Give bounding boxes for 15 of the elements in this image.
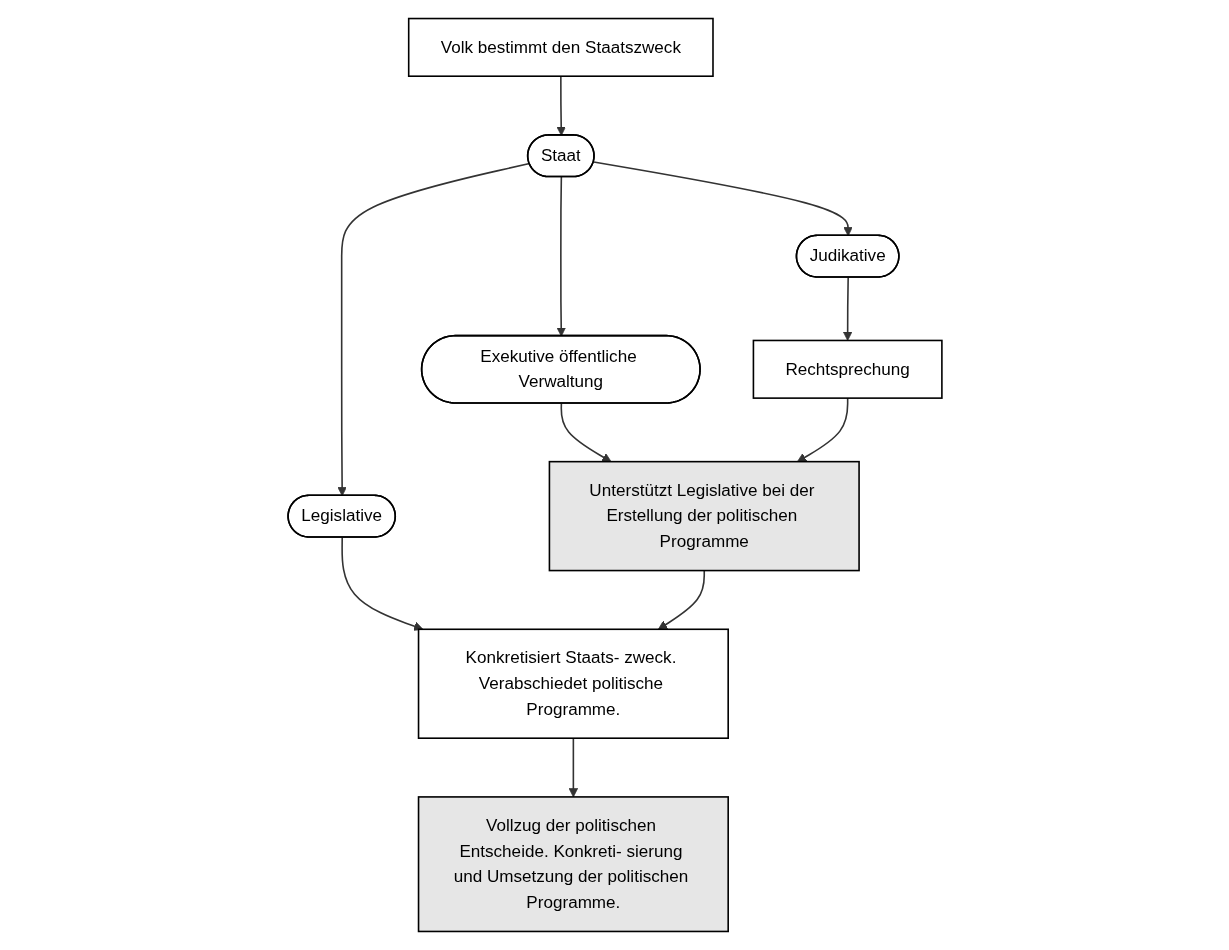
arrow [340,536,423,631]
node-box: Konkretisiert Staats- zweck. Verabschiedet politische Programme. [417,628,729,739]
arrow [568,737,578,798]
arrow [796,397,848,463]
node-box: Unterstützt Legislative bei der Erstellung der politischen Programme [548,460,860,572]
arrow [842,276,852,341]
node-box: Rechtsprechung [752,339,943,399]
arrow [657,569,705,630]
arrow [556,75,566,136]
node-box: Volk bestimmt den Staatszweck [407,17,714,77]
arrow [559,402,611,463]
arrow [592,161,853,237]
node-box: Vollzug der politischen Entscheide. Konkreti- sierung und Umsetzung der politischen Programme. [417,796,729,933]
arrow [336,162,530,497]
arrow [556,176,566,337]
